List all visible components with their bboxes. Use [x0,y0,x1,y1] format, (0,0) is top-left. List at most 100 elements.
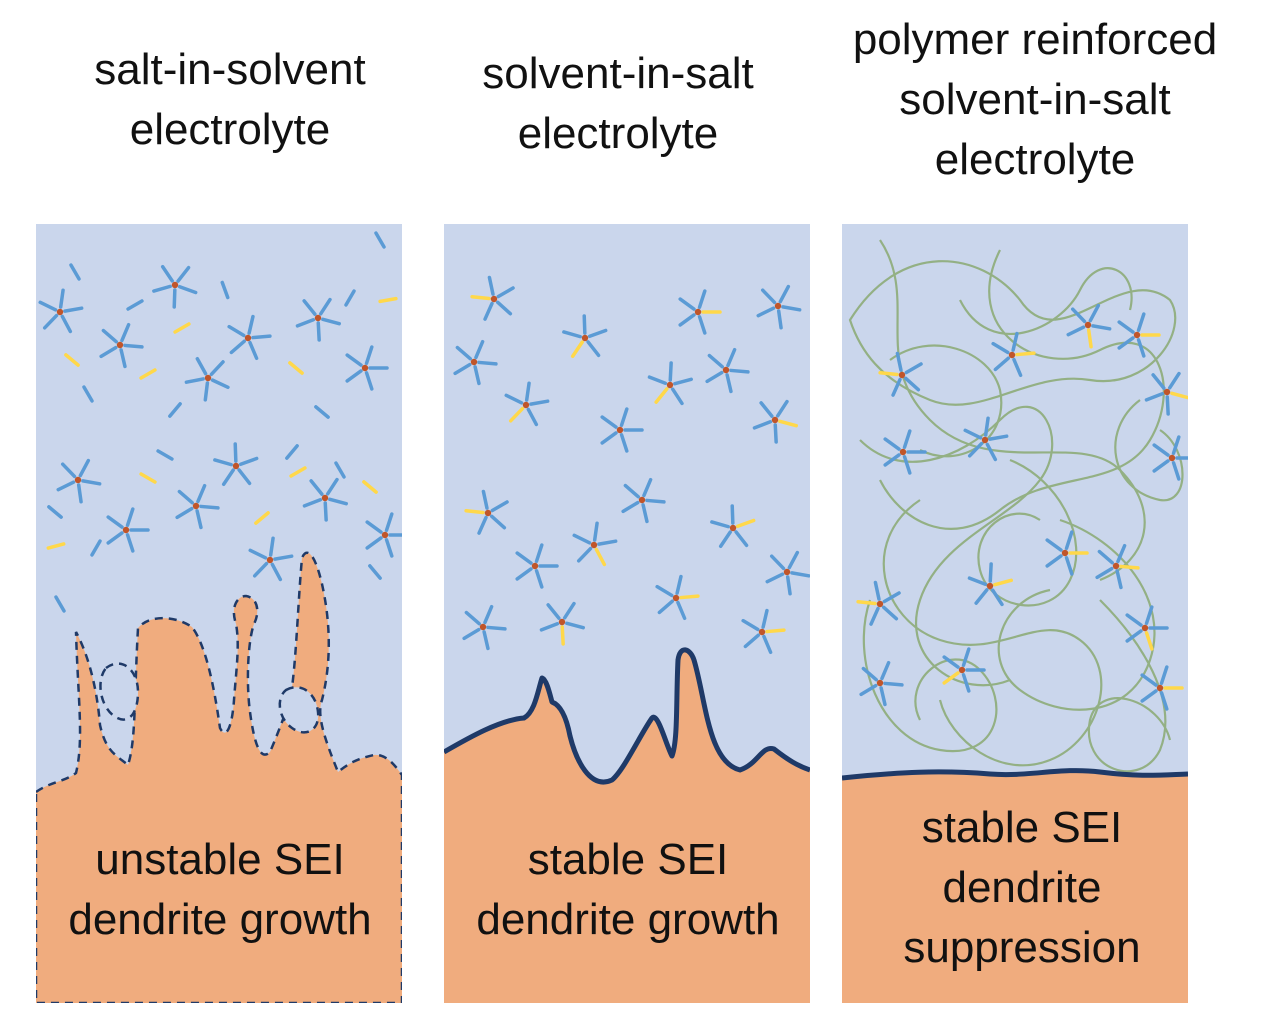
solvated-lithium-ion [365,512,402,558]
anion [378,296,398,304]
title-line: electrolyte [129,105,331,154]
solvated-lithium-ion [942,647,986,693]
solvated-lithium-ion [963,416,1009,462]
panel-salt-in-solvent [36,224,402,1003]
solvated-lithium-ion [302,477,349,522]
solvent-molecule [54,595,66,613]
solvated-lithium-ion [878,351,923,397]
solvated-lithium-ion [106,507,150,553]
solvated-lithium-ion [562,314,608,358]
solvated-lithium-ion [756,284,802,330]
solvated-lithium-ion [504,381,550,427]
solvated-lithium-ion [710,504,756,548]
panel-1-title: salt-in-solvent electrolyte [30,40,430,160]
solvated-lithium-ion [967,562,1014,607]
lithium-anode [444,649,810,1003]
electrolyte-pocket [278,686,320,734]
electrolyte-pocket [99,662,140,721]
solvated-lithium-ion [1152,435,1188,481]
solvated-lithium-ion [705,347,750,394]
caption-line: dendrite growth [476,895,780,944]
sei-layer [444,647,810,785]
anion [362,480,378,494]
caption-line: suppression [903,923,1141,972]
solvent-molecule [69,263,81,281]
solvated-lithium-ion [152,265,198,309]
solvated-lithium-ion [295,297,342,342]
solvated-lithium-ion [859,660,904,707]
solvent-molecule [90,539,102,557]
title-line: solvent-in-salt [482,49,754,98]
lithium-anode-dendrites [36,551,402,1003]
anion [289,466,307,478]
solvated-lithium-ion [647,361,694,406]
panel-3-caption: stable SEI dendrite suppression [822,798,1222,978]
solvated-lithium-ion [678,289,722,335]
solvated-lithium-ion [572,521,618,567]
solvated-lithium-ion [539,601,586,646]
solvated-lithium-ion [1045,530,1089,576]
solvent-molecule [334,461,346,479]
anion [254,511,270,525]
solvated-ions [38,231,402,613]
solvated-lithium-ion [1117,312,1161,358]
solvated-lithium-ion [453,339,498,386]
solvated-lithium-ion [991,331,1036,378]
title-line: solvent-in-salt [899,75,1171,124]
solvated-lithium-ion [600,407,644,453]
caption-line: stable SEI [527,835,729,884]
caption-line: dendrite growth [68,895,372,944]
solvated-lithium-ion [470,275,515,321]
solvated-ions [856,303,1188,711]
solvated-lithium-ion [462,604,507,651]
solvated-lithium-ion [655,574,700,621]
solvated-lithium-ion [213,442,259,486]
solvated-lithium-ion [1095,543,1140,590]
solvated-lithium-ion [741,608,786,655]
panel-2-caption: stable SEI dendrite growth [428,830,828,950]
solvated-lithium-ion [227,314,272,361]
solvated-lithium-ion [345,345,389,391]
solvated-lithium-ion [99,322,144,369]
solvent-molecule [126,299,144,311]
solvated-lithium-ion [38,288,84,334]
solvated-lithium-ion [856,580,901,626]
solvated-lithium-ion [621,477,666,524]
anion [139,368,157,380]
solvated-lithium-ion [1144,371,1188,416]
solvent-molecule [47,505,63,519]
solvated-lithium-ion [515,543,559,589]
solvated-lithium-ion [248,536,294,582]
title-line: electrolyte [517,109,719,158]
solvent-molecule [156,449,174,461]
caption-line: unstable SEI [95,835,345,884]
anion [139,472,157,484]
solvent-molecule [82,385,94,403]
solvated-lithium-ion [1125,605,1169,651]
solvated-lithium-ion [184,357,230,402]
panel-solvent-in-salt [444,224,810,1003]
solvent-molecule [314,405,330,419]
panel-1-caption: unstable SEI dendrite growth [20,830,420,950]
solvated-lithium-ion [1140,665,1184,711]
solvent-molecule [220,280,230,300]
title-line: salt-in-solvent [94,45,366,94]
anion [173,322,191,334]
solvated-lithium-ion [464,489,509,535]
solvated-ions [453,275,810,655]
solvated-lithium-ion [765,550,810,596]
solvated-lithium-ion [1066,303,1112,349]
solvent-molecule [368,564,382,580]
sei-layer [842,768,1188,781]
solvated-lithium-ion [883,429,927,475]
panel-3-title: polymer reinforced solvent-in-salt elect… [800,10,1270,190]
solvated-lithium-ion [56,458,102,504]
anion [46,542,66,550]
solvent-molecule [168,402,182,418]
solvent-molecule [285,444,299,460]
anion [64,353,80,367]
solvated-lithium-ion [175,483,220,530]
solvent-molecule [374,231,386,249]
anion [288,361,304,375]
